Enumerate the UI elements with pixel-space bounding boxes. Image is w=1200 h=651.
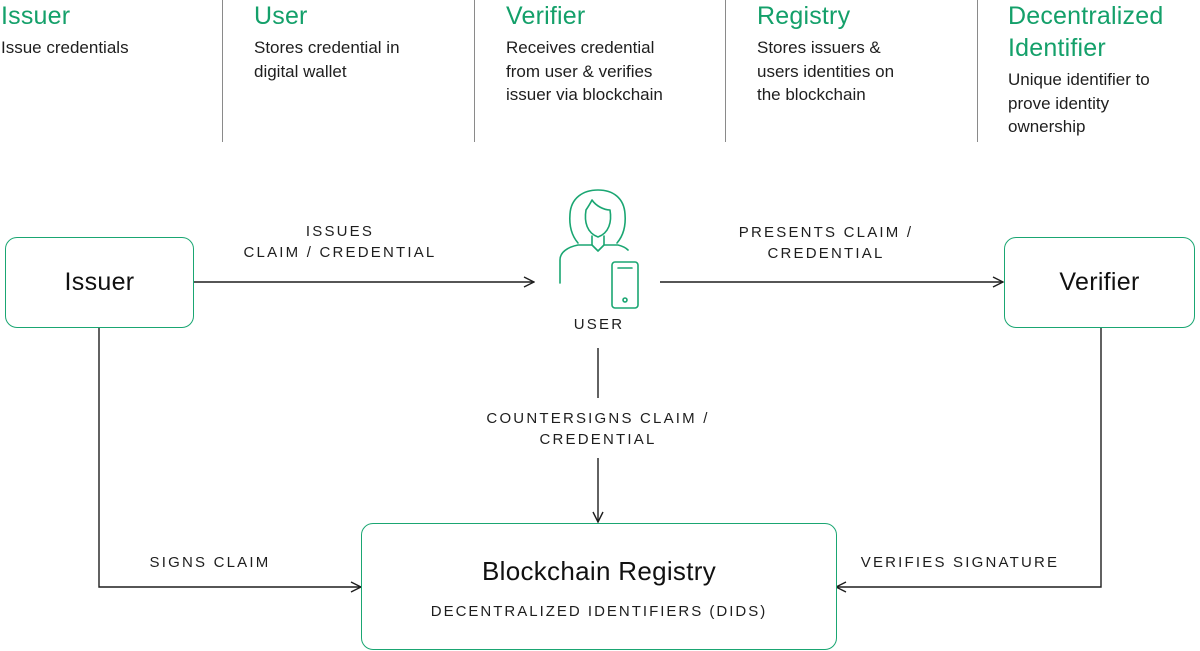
signs-arrow bbox=[98, 328, 361, 587]
countersigns-label: COUNTERSIGNS CLAIM / CREDENTIAL bbox=[468, 408, 728, 450]
verifies-arrow bbox=[836, 328, 1102, 587]
legend-line: from user & verifies bbox=[506, 61, 653, 81]
legend-desc: Receives credential from user & verifies… bbox=[506, 36, 721, 107]
legend-title: Decentralized Identifier bbox=[1008, 0, 1198, 64]
legend-issuer: Issuer Issue credentials bbox=[1, 0, 216, 60]
legend-line: Unique identifier to bbox=[1008, 70, 1150, 89]
person-with-phone-icon bbox=[559, 189, 639, 309]
legend-title-line: Identifier bbox=[1008, 34, 1106, 62]
legend-desc: Stores issuers & users identities on the… bbox=[757, 36, 972, 107]
signs-label: SIGNS CLAIM bbox=[149, 554, 271, 571]
legend-title: Issuer bbox=[1, 2, 71, 30]
user-label: USER bbox=[573, 316, 625, 333]
legend-title: User bbox=[254, 2, 308, 30]
legend-desc: Unique identifier to prove identity owne… bbox=[1008, 68, 1198, 139]
column-divider bbox=[222, 0, 223, 142]
legend-line: Stores credential in bbox=[254, 38, 400, 57]
presents-label-line: PRESENTS CLAIM / bbox=[738, 224, 914, 241]
legend-did: Decentralized Identifier Unique identifi… bbox=[1008, 0, 1198, 139]
legend-registry: Registry Stores issuers & users identiti… bbox=[757, 0, 972, 107]
registry-node: Blockchain Registry DECENTRALIZED IDENTI… bbox=[361, 523, 837, 650]
issuer-node: Issuer bbox=[5, 237, 194, 328]
legend-line: Receives credential bbox=[506, 38, 655, 57]
legend-desc: Issue credentials bbox=[1, 36, 216, 60]
legend-line: issuer via blockchain bbox=[506, 85, 663, 104]
countersigns-label-line: CREDENTIAL bbox=[539, 431, 657, 448]
legend-line: ownership bbox=[1008, 117, 1086, 136]
column-divider bbox=[977, 0, 978, 142]
issues-label-line: ISSUES bbox=[305, 223, 375, 240]
countersigns-label-line: COUNTERSIGNS CLAIM / bbox=[486, 410, 710, 427]
verifier-node: Verifier bbox=[1004, 237, 1195, 328]
legend-line: prove identity bbox=[1008, 93, 1110, 113]
legend-line: Issue credentials bbox=[1, 38, 129, 57]
legend-title: Verifier bbox=[506, 2, 586, 30]
issuer-node-label: Issuer bbox=[64, 268, 135, 296]
legend-verifier: Verifier Receives credential from user &… bbox=[506, 0, 721, 107]
issues-label-line: CLAIM / CREDENTIAL bbox=[243, 244, 437, 261]
legend-title: Registry bbox=[757, 2, 851, 30]
column-divider bbox=[725, 0, 726, 142]
legend-desc: Stores credential in digital wallet bbox=[254, 36, 469, 83]
verifies-label: VERIFIES SIGNATURE bbox=[860, 554, 1060, 571]
legend-line: digital wallet bbox=[254, 61, 347, 81]
presents-label: PRESENTS CLAIM / CREDENTIAL bbox=[716, 222, 936, 264]
verifier-node-label: Verifier bbox=[1059, 268, 1140, 296]
column-divider bbox=[474, 0, 475, 142]
registry-node-sublabel: DECENTRALIZED IDENTIFIERS (DIDS) bbox=[430, 602, 768, 620]
legend-line: users identities on bbox=[757, 61, 895, 81]
presents-label-line: CREDENTIAL bbox=[767, 245, 885, 262]
registry-node-label: Blockchain Registry bbox=[481, 555, 716, 586]
legend-title-line: Decentralized bbox=[1008, 2, 1164, 30]
issues-label: ISSUES CLAIM / CREDENTIAL bbox=[218, 221, 462, 263]
legend-line: Stores issuers & bbox=[757, 38, 881, 57]
legend-user: User Stores credential in digital wallet bbox=[254, 0, 469, 83]
legend-line: the blockchain bbox=[757, 85, 866, 104]
